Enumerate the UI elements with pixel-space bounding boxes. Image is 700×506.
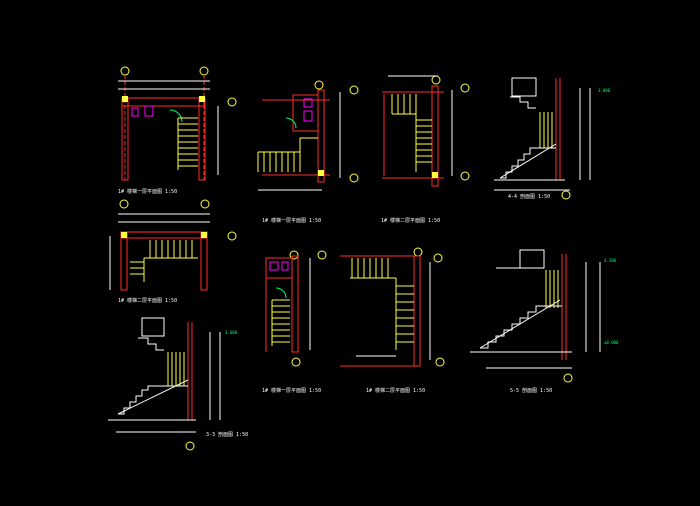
grid-bubble [289,250,299,260]
parapet [141,317,165,337]
toilet-fixture [303,98,313,108]
stair-treads [391,94,432,172]
wall [292,94,319,132]
grid-bubble [561,190,571,200]
section-3-3: 3.600 3-3 剖面图 1:50 [108,317,248,451]
parapet [511,77,537,97]
grid-bubble [200,199,210,209]
stair-slab [117,379,189,415]
caption: 4-4 剖面图 1:50 [508,193,550,200]
caption: 5-5 剖面图 1:50 [510,387,552,394]
stair-flight-lower [118,385,188,415]
caption: 3-3 剖面图 1:50 [206,431,248,438]
toilet-fixture [269,261,279,271]
wall [431,85,439,187]
stair-slab [499,143,557,179]
sink-fixture [131,107,139,117]
stair-flight [480,305,562,349]
stair-slab [479,299,561,349]
stair-flight-lower [500,147,556,179]
stair-treads [271,299,290,346]
column [318,170,324,176]
toilet-fixture [144,105,154,117]
grid-bubble [314,80,324,90]
grid-bubble [563,373,573,383]
elevation-mark: ±0.000 [604,340,619,345]
wall [291,255,299,353]
sink-fixture [303,110,313,122]
wall [317,89,325,183]
grid-bubble [185,441,195,451]
parapet [519,249,545,269]
grid-bubble [317,250,327,260]
grid-bubble [349,85,359,95]
stair-railing [539,112,553,148]
plan-5: 1# 楼梯二层平面图 1:50 [109,199,237,304]
plan-6: 1# 楼梯一层平面图 1:50 [262,250,327,394]
plan-7: 1# 楼梯二层平面图 1:50 [340,247,445,394]
door-swing [169,109,183,123]
stair-treads [177,117,198,170]
column [432,172,438,178]
grid-bubble [119,199,129,209]
elevation-mark: 3.000 [598,88,611,93]
plan-3: 1# 楼梯二层平面图 1:50 [381,75,470,224]
stair-treads [130,240,198,282]
section-4-4: 3.000 4-4 剖面图 1:50 [494,77,611,200]
stair-railing [167,352,185,386]
sink-fixture [281,261,289,271]
section-5-5: 4.200 ±0.000 5-5 剖面图 1:50 [470,249,619,394]
grid-bubble [349,173,359,183]
caption: 1# 楼梯一层平面图 1:50 [118,188,177,195]
caption: 1# 楼梯二层平面图 1:50 [118,297,177,304]
stair-treads [257,137,318,172]
grid-bubble [291,357,301,367]
stair-treads [350,258,414,350]
caption: 1# 楼梯二层平面图 1:50 [381,217,440,224]
elevation-mark: 4.200 [604,258,617,263]
grid-bubble [227,97,237,107]
caption: 1# 楼梯一层平面图 1:50 [262,387,321,394]
caption: 1# 楼梯二层平面图 1:50 [366,387,425,394]
stair-flight-upper [510,96,536,109]
caption: 1# 楼梯一层平面图 1:50 [262,217,321,224]
elevation-mark: 3.600 [225,330,238,335]
grid-bubble [227,231,237,241]
door-swing [285,117,297,129]
door-swing [275,287,287,299]
plan-1: 1# 楼梯一层平面图 1:50 [118,66,237,195]
column [122,96,128,102]
grid-bubble [435,357,445,367]
grid-bubble [460,171,470,181]
grid-bubble [460,83,470,93]
column [121,232,127,238]
grid-bubble [433,253,443,263]
stair-flight-upper [138,337,164,351]
column [201,232,207,238]
plan-2: 1# 楼梯一层平面图 1:50 [257,80,359,224]
column [199,96,205,102]
